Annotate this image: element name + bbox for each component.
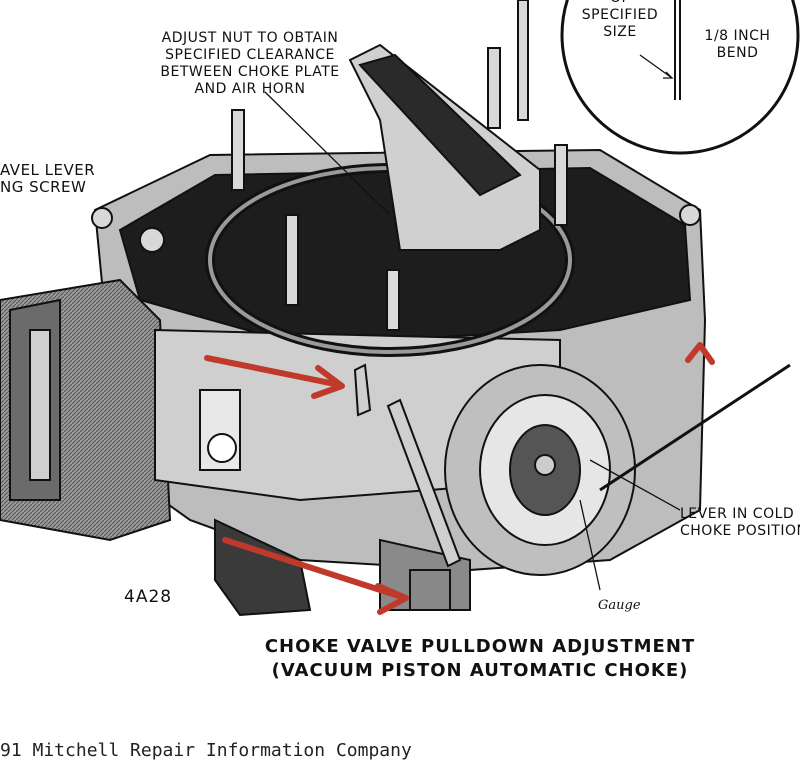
caption-line-1: CHOKE VALVE PULLDOWN ADJUSTMENT — [264, 636, 696, 657]
inset-bend-label: 1/8 INCH BEND — [704, 28, 771, 61]
lever-screw-label: AVEL LEVER NG SCREW — [0, 161, 96, 196]
adjust-nut-label: ADJUST NUT TO OBTAIN SPECIFIED CLEARANCE… — [160, 30, 340, 97]
gauge-label: Gauge — [598, 598, 641, 613]
footer-copyright: 91 Mitchell Repair Information Company — [0, 740, 412, 761]
inset-size-label: OF SPECIFIED SIZE — [581, 0, 659, 40]
studs — [91, 0, 701, 331]
inset-detail — [560, 0, 800, 155]
choke-housing — [348, 43, 636, 576]
figure-code: 4A28 — [124, 587, 173, 607]
indicator-arrows — [204, 342, 715, 615]
gauge-wire — [599, 363, 791, 492]
linkage — [353, 363, 462, 611]
leader-lines — [264, 91, 681, 591]
arrow-choke-plate — [204, 355, 343, 388]
caption-line-2: (VACUUM PISTON AUTOMATIC CHOKE) — [271, 660, 689, 681]
arrow-corner — [685, 342, 715, 365]
lever-cold-label: LEVER IN COLD CHOKE POSITION — [680, 506, 800, 539]
arrow-adjust-nut — [222, 537, 408, 601]
